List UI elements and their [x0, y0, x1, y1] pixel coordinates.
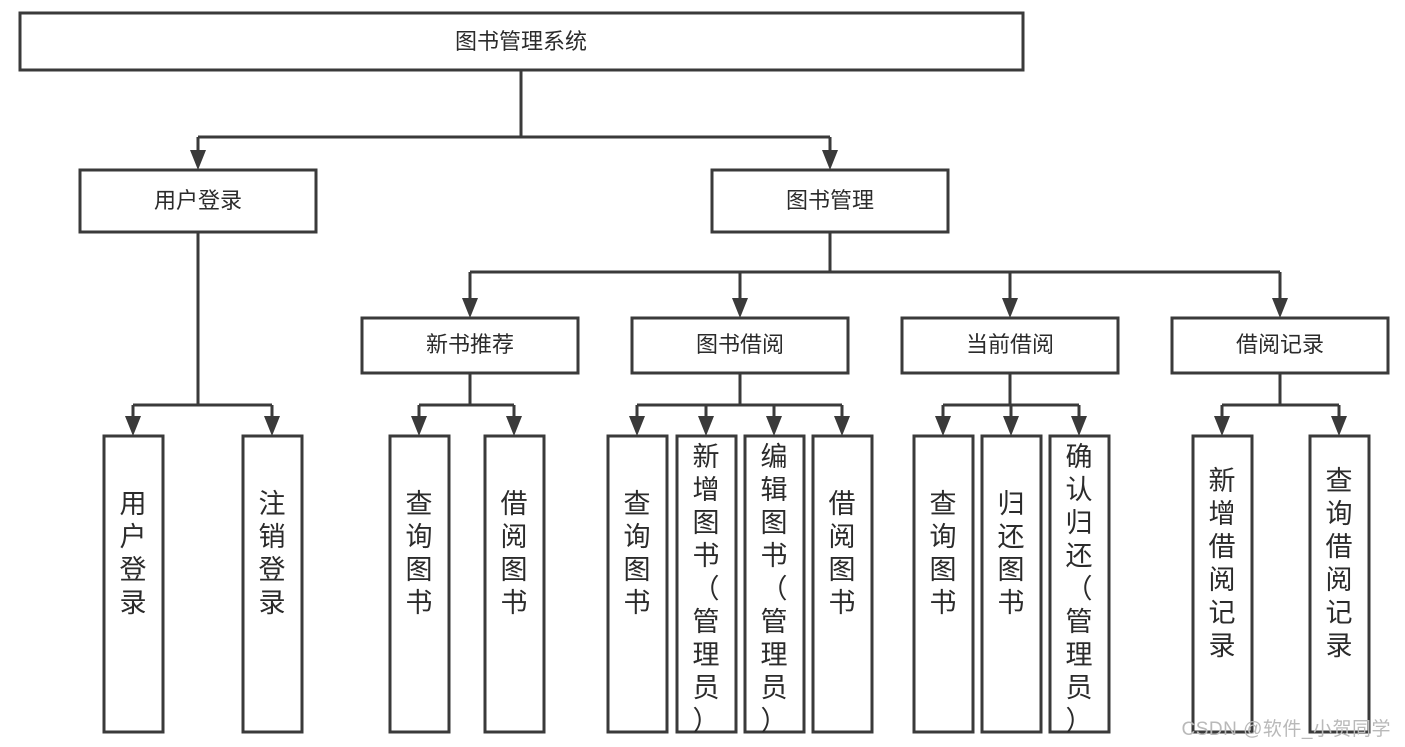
- node-leaf-add-record-box: [1191, 434, 1254, 734]
- node-book-borrow[interactable]: 图书借阅: [630, 316, 850, 375]
- node-leaf-query-book-2-label: 查询图书: [624, 489, 651, 618]
- arrow-to-leaf-add-record: [1214, 416, 1230, 436]
- node-new-book-recommend-box: [360, 316, 580, 375]
- node-leaf-query-record-box: [1308, 434, 1371, 734]
- node-leaf-add-record-label: 新增借阅记录: [1209, 466, 1236, 661]
- arrow-to-new-book-recommend: [462, 298, 478, 318]
- node-book-management-label: 图书管理: [786, 188, 874, 213]
- node-leaf-user-login[interactable]: 用户登录: [102, 434, 165, 734]
- node-leaf-confirm-return-label: 确认归还（管理员）: [1066, 442, 1093, 736]
- arrow-to-user-login: [190, 150, 206, 170]
- node-book-management-box: [710, 168, 950, 234]
- node-book-borrow-label: 图书借阅: [696, 332, 784, 357]
- node-leaf-query-book-2-box: [606, 434, 669, 734]
- edges-group: [125, 71, 1347, 436]
- node-leaf-add-book[interactable]: 新增图书（管理员）: [675, 434, 738, 736]
- node-leaf-query-book-1-label: 查询图书: [406, 489, 433, 618]
- node-leaf-logout[interactable]: 注销登录: [241, 434, 304, 734]
- node-book-management[interactable]: 图书管理: [710, 168, 950, 234]
- arrow-to-leaf-confirm-return: [1071, 416, 1087, 436]
- node-leaf-query-book-1[interactable]: 查询图书: [388, 434, 451, 734]
- node-leaf-query-book-2[interactable]: 查询图书: [606, 434, 669, 734]
- arrow-to-leaf-query-book-1: [411, 416, 427, 436]
- node-leaf-add-book-label: 新增图书（管理员）: [693, 442, 720, 736]
- arrow-to-current-borrow: [1002, 298, 1018, 318]
- arrow-to-leaf-logout: [264, 416, 280, 436]
- arrow-to-leaf-query-book-3: [935, 416, 951, 436]
- node-leaf-confirm-return[interactable]: 确认归还（管理员）: [1048, 434, 1111, 736]
- node-leaf-edit-book[interactable]: 编辑图书（管理员）: [743, 434, 806, 736]
- node-leaf-borrow-book-2-box: [811, 434, 874, 734]
- node-new-book-recommend-label: 新书推荐: [426, 332, 514, 357]
- node-root-system[interactable]: 图书管理系统: [18, 11, 1025, 72]
- arrow-to-book-management: [822, 150, 838, 170]
- node-current-borrow-box: [900, 316, 1120, 375]
- arrow-to-leaf-query-record: [1331, 416, 1347, 436]
- arrow-to-leaf-query-book-2: [629, 416, 645, 436]
- node-user-login-box: [78, 168, 318, 234]
- node-current-borrow-label: 当前借阅: [966, 332, 1054, 357]
- node-user-login-label: 用户登录: [154, 188, 242, 213]
- arrow-to-borrow-record: [1272, 298, 1288, 318]
- node-root-label: 图书管理系统: [455, 29, 587, 54]
- node-borrow-record-label: 借阅记录: [1236, 332, 1324, 357]
- node-root-box: [18, 11, 1025, 72]
- arrow-to-leaf-borrow-book-1: [506, 416, 522, 436]
- node-leaf-query-book-1-box: [388, 434, 451, 734]
- node-leaf-edit-book-label: 编辑图书（管理员）: [761, 442, 788, 736]
- arrow-to-book-borrow: [732, 298, 748, 318]
- node-book-borrow-box: [630, 316, 850, 375]
- node-leaf-borrow-book-1[interactable]: 借阅图书: [483, 434, 546, 734]
- node-leaf-logout-box: [241, 434, 304, 734]
- node-leaf-user-login-label: 用户登录: [120, 489, 147, 618]
- arrow-to-leaf-add-book: [698, 416, 714, 436]
- node-leaf-query-record[interactable]: 查询借阅记录: [1308, 434, 1371, 734]
- node-current-borrow[interactable]: 当前借阅: [900, 316, 1120, 375]
- node-leaf-borrow-book-1-box: [483, 434, 546, 734]
- node-leaf-edit-book-box: [743, 434, 806, 734]
- node-leaf-user-login-box: [102, 434, 165, 734]
- node-borrow-record[interactable]: 借阅记录: [1170, 316, 1390, 375]
- node-leaf-add-book-box: [675, 434, 738, 734]
- node-leaf-borrow-book-2[interactable]: 借阅图书: [811, 434, 874, 734]
- node-leaf-confirm-return-box: [1048, 434, 1111, 734]
- node-user-login[interactable]: 用户登录: [78, 168, 318, 234]
- node-leaf-return-book-box: [980, 434, 1043, 734]
- node-leaf-query-book-3-label: 查询图书: [930, 489, 957, 618]
- node-borrow-record-box: [1170, 316, 1390, 375]
- node-leaf-return-book[interactable]: 归还图书: [980, 434, 1043, 734]
- node-leaf-query-record-label: 查询借阅记录: [1326, 466, 1353, 661]
- node-leaf-query-book-3[interactable]: 查询图书: [912, 434, 975, 734]
- node-leaf-query-book-3-box: [912, 434, 975, 734]
- node-leaf-borrow-book-2-label: 借阅图书: [829, 489, 856, 618]
- arrow-to-leaf-edit-book: [766, 416, 782, 436]
- node-leaf-logout-label: 注销登录: [259, 489, 286, 618]
- arrow-to-leaf-borrow-book-2: [834, 416, 850, 436]
- node-new-book-recommend[interactable]: 新书推荐: [360, 316, 580, 375]
- arrow-to-leaf-return-book: [1003, 416, 1019, 436]
- node-leaf-return-book-label: 归还图书: [998, 489, 1025, 618]
- node-leaf-add-record[interactable]: 新增借阅记录: [1191, 434, 1254, 734]
- node-leaf-borrow-book-1-label: 借阅图书: [501, 489, 528, 618]
- arrow-to-leaf-user-login: [125, 416, 141, 436]
